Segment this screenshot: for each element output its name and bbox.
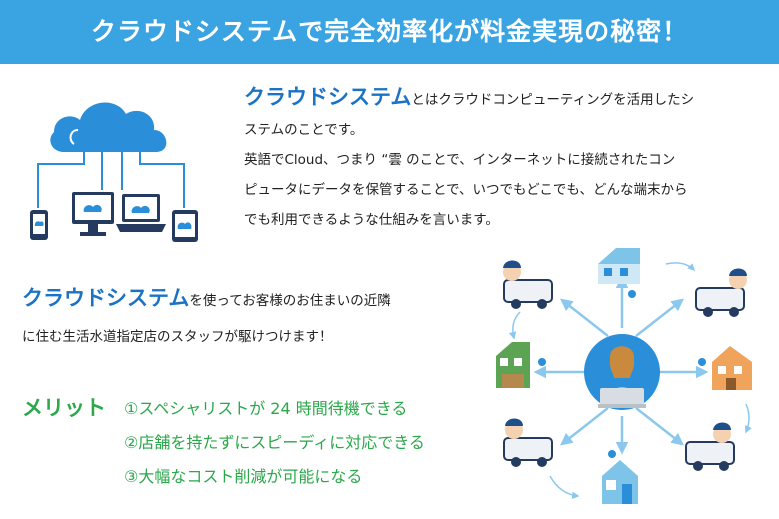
staff-paragraph: クラウドシステムを使ってお客様のお住まいの近隣 に住む生活水道指定店のスタッフが… [22,280,492,355]
merit-item-3: ③大幅なコスト削減が可能になる [124,467,363,486]
dispatch-network-illustration [496,248,752,504]
cloud-icon [50,102,167,152]
intro-line-5: でも利用できるような仕組みを言います。 [244,212,499,228]
merit-item-2: ②店舗を持たずにスピーディに対応できる [124,433,425,452]
merit-title: メリット [22,396,106,420]
laptop-icon [116,194,166,232]
page-title: クラウドシステムで完全効率化が料金実現の秘密！ [90,17,689,46]
service-van-icon [685,422,735,471]
intro-paragraph: クラウドシステムとはクラウドコンピューティングを活用したシ ステムのことです。 … [244,82,769,235]
intro-line-1-text: とはクラウドコンピューティングを活用したシ [411,92,695,108]
intro-keyword: クラウドシステム [244,85,412,109]
connection-lines [37,152,185,208]
service-van-icon [503,260,553,309]
staff-line-2: に住む生活水道指定店のスタッフが駆けつけます！ [22,329,333,345]
service-van-icon [503,418,553,467]
house-icon [496,342,530,388]
staff-line-1: クラウドシステムを使ってお客様のお住まいの近隣 [22,280,492,319]
cloud-devices-illustration [30,102,198,242]
intro-line-3: 英語でCloud、つまり “雲 のことで、インターネットに接続されたコン [244,152,676,168]
merit-item-1: ①スペシャリストが 24 時間待機できる [124,399,408,418]
intro-line-2: ステムのことです。 [244,122,364,138]
tablet-icon [172,210,198,242]
staff-keyword: クラウドシステム [22,286,190,310]
staff-line-1-text: を使ってお客様のお住まいの近隣 [189,293,391,309]
intro-line-4: ピュータにデータを保管することで、いつでもどこでも、どんな端末から [244,182,688,198]
phone-signal-icon [538,290,706,458]
service-van-icon [695,268,747,317]
operator-icon [584,334,660,410]
smartphone-icon [30,210,48,240]
dispatch-arrows [533,275,709,455]
house-icon [712,346,752,390]
rotation-arcs [508,262,752,500]
house-icon [598,248,640,284]
merit-list: ①スペシャリストが 24 時間待機できる ②店舗を持たずにスピーディに対応できる… [124,392,425,494]
house-icon [602,460,638,504]
header-banner: クラウドシステムで完全効率化が料金実現の秘密！ [0,0,779,64]
intro-line-1: クラウドシステムとはクラウドコンピューティングを活用したシ [244,82,769,115]
monitor-icon [72,192,114,236]
